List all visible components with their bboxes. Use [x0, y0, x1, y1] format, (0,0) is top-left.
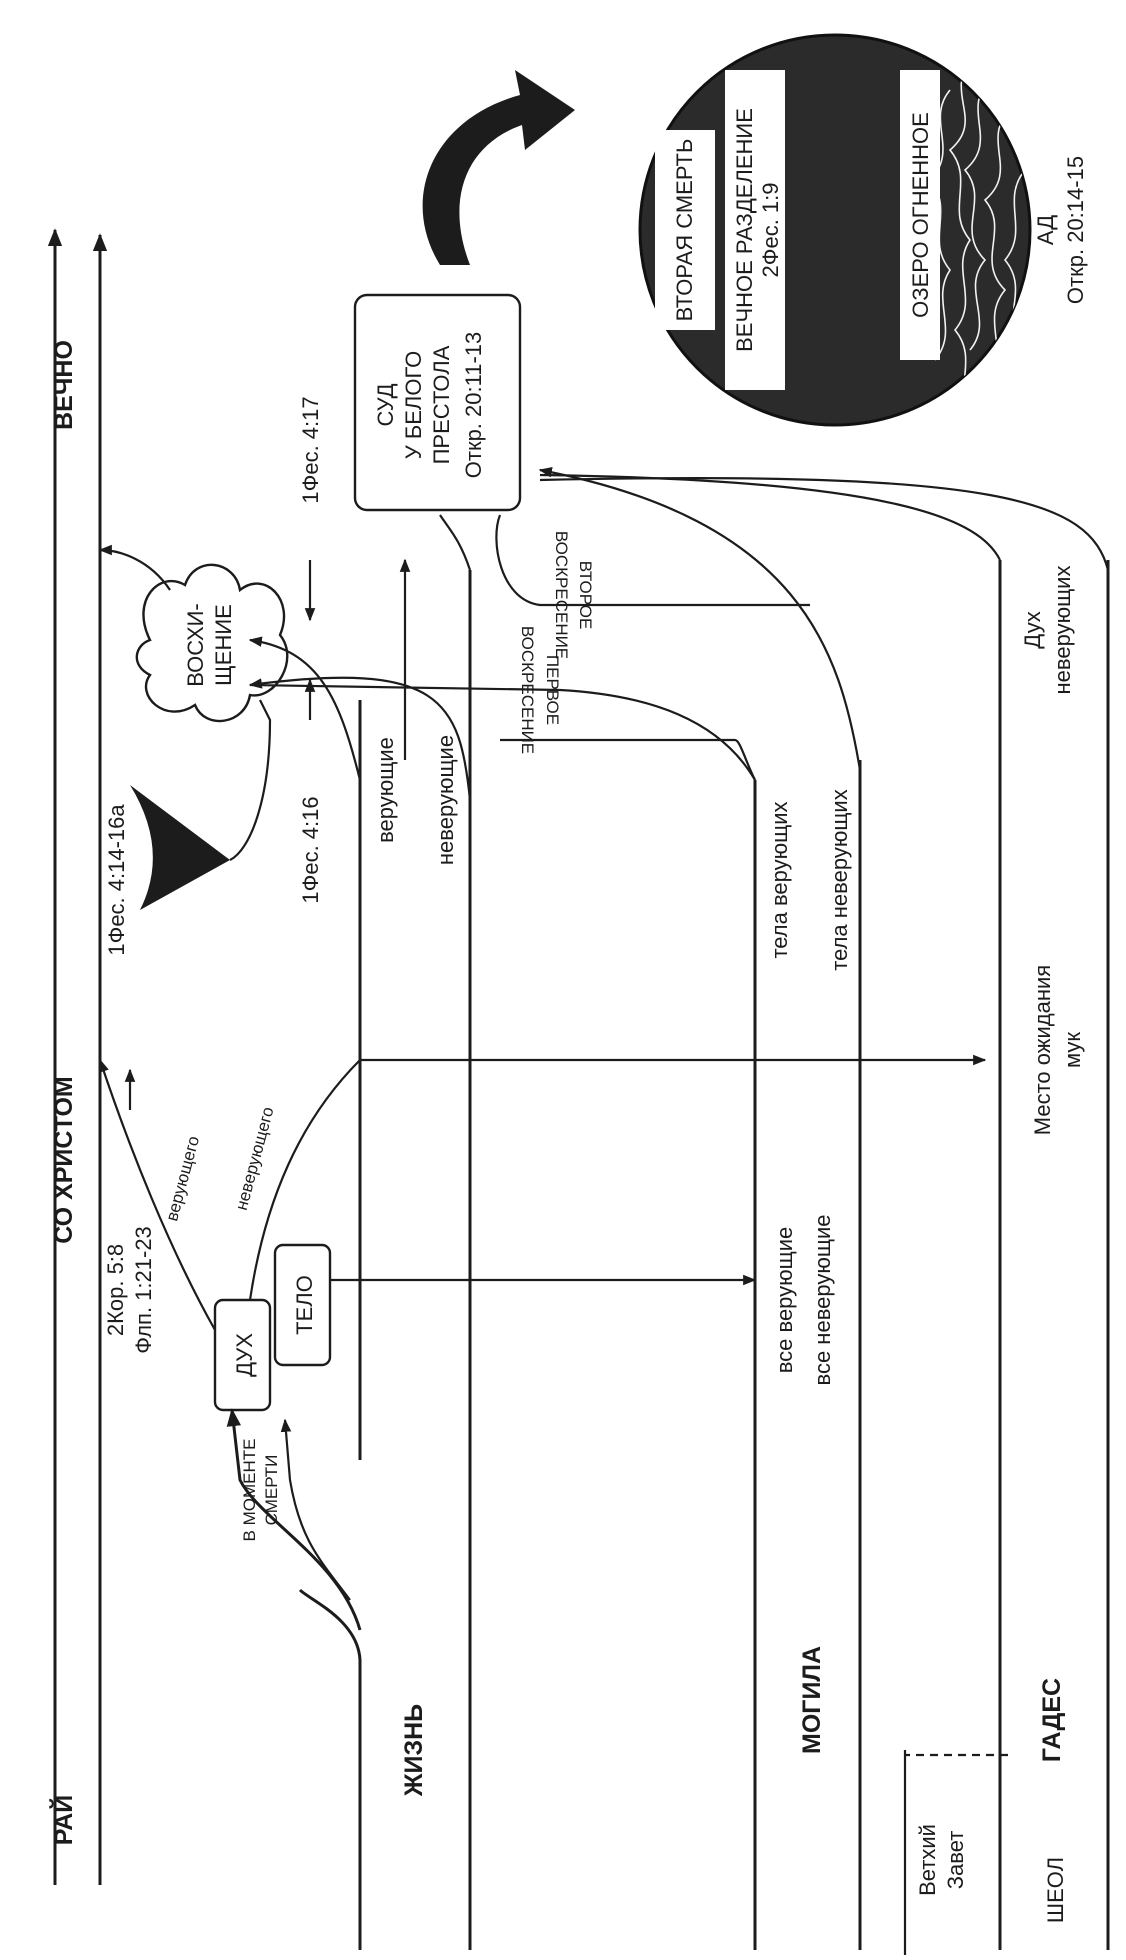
judgment-line-2: У БЕЛОГО: [401, 351, 426, 460]
lake-of-fire: ВТОРАЯ СМЕРТЬ ВЕЧНОЕ РАЗДЕЛЕНИЕ 2Фес. 1:…: [638, 33, 1088, 427]
eternal-separation-label: ВЕЧНОЕ РАЗДЕЛЕНИЕ: [732, 108, 757, 352]
unbelievers-label: неверующие: [433, 735, 458, 865]
unbeliever-label: неверующего: [232, 1105, 278, 1212]
rapture-label-2: ЩЕНИЕ: [211, 604, 236, 686]
body-label: ТЕЛО: [292, 1275, 317, 1335]
spirit-body-node: ДУХ ТЕЛО В МОМЕНТЕ СМЕРТИ верующего неве…: [98, 1054, 987, 1631]
moment-label-2: СМЕРТИ: [262, 1455, 281, 1526]
lane-labels: РАЙ СО ХРИСТОМ ВЕЧНО ЖИЗНЬ МОГИЛА ГАДЕС …: [48, 340, 1068, 1923]
life-label: ЖИЗНЬ: [400, 1704, 428, 1797]
all-believers-label: все верующие: [772, 1227, 797, 1374]
curved-arrow-icon: [422, 70, 575, 265]
rapture-node: ВОСХИ- ЩЕНИЕ: [98, 544, 756, 910]
judgment-line-3: ПРЕСТОЛА: [429, 345, 454, 464]
forever-label: ВЕЧНО: [50, 340, 78, 430]
lane-lines: [47, 228, 1110, 1955]
moment-label-1: В МОМЕНТЕ: [240, 1439, 259, 1542]
believer-label: верующего: [162, 1134, 203, 1223]
reference-labels: 2Кор. 5:8 Флп. 1:21-23 1Фес. 4:14-16а 1Ф…: [103, 396, 323, 1353]
hades-label: ГАДЕС: [1038, 1678, 1066, 1762]
second-resurrection-label-2: ВОСКРЕСЕНИЕ: [552, 531, 571, 659]
old-testament-label-2: Завет: [943, 1831, 968, 1890]
arrowhead-icon: [130, 785, 230, 910]
flow-labels: верующие неверующие все верующие все нев…: [373, 531, 1085, 1386]
ref-2cor-5-8: 2Кор. 5:8: [103, 1244, 128, 1336]
sheol-label: ШЕОЛ: [1043, 1857, 1068, 1923]
judgment-line-4: Откр. 20:11-13: [461, 332, 486, 479]
ref-phil-1-21: Флп. 1:21-23: [131, 1226, 156, 1354]
grave-label: МОГИЛА: [798, 1646, 826, 1754]
paradise-label: РАЙ: [48, 1795, 78, 1846]
believers-label: верующие: [373, 737, 398, 843]
hell-ref-label: Откр. 20:14-15: [1063, 156, 1088, 304]
flames-icon: [928, 59, 1026, 411]
judgment-node: СУД У БЕЛОГО ПРЕСТОЛА Откр. 20:11-13: [353, 70, 1110, 771]
bodies-unbelievers-label: тела неверующих: [827, 789, 852, 970]
rapture-label-1: ВОСХИ-: [183, 603, 208, 687]
second-resurrection-label-1: ВТОРОЕ: [576, 561, 595, 630]
all-unbelievers-label: все неверующие: [810, 1215, 835, 1386]
ref-1thess-4-16: 1Фес. 4:16: [298, 796, 323, 903]
old-testament-label-1: Ветхий: [915, 1824, 940, 1896]
spirit-unbelievers-label-2: неверующих: [1050, 566, 1075, 695]
waiting-place-label-2: мук: [1060, 1032, 1085, 1068]
first-resurrection-label-2: ВОСКРЕСЕНИЕ: [518, 626, 537, 754]
first-resurrection-label-1: ПЕРВОЕ: [543, 655, 562, 725]
spirit-unbelievers-label-1: Дух: [1020, 611, 1045, 648]
ref-1thess-4-14: 1Фес. 4:14-16а: [104, 804, 129, 956]
lake-of-fire-label: ОЗЕРО ОГНЕННОЕ: [908, 112, 933, 318]
waiting-place-label-1: Место ожидания: [1030, 965, 1055, 1135]
with-christ-label: СО ХРИСТОМ: [50, 1076, 78, 1244]
judgment-line-1: СУД: [373, 383, 398, 426]
spirit-label: ДУХ: [232, 1333, 257, 1377]
ref-1thess-4-17: 1Фес. 4:17: [298, 396, 323, 503]
hell-label: АД: [1033, 215, 1058, 245]
second-death-label: ВТОРАЯ СМЕРТЬ: [672, 139, 697, 322]
separation-ref-label: 2Фес. 1:9: [758, 182, 783, 277]
bodies-believers-label: тела верующих: [767, 801, 792, 958]
